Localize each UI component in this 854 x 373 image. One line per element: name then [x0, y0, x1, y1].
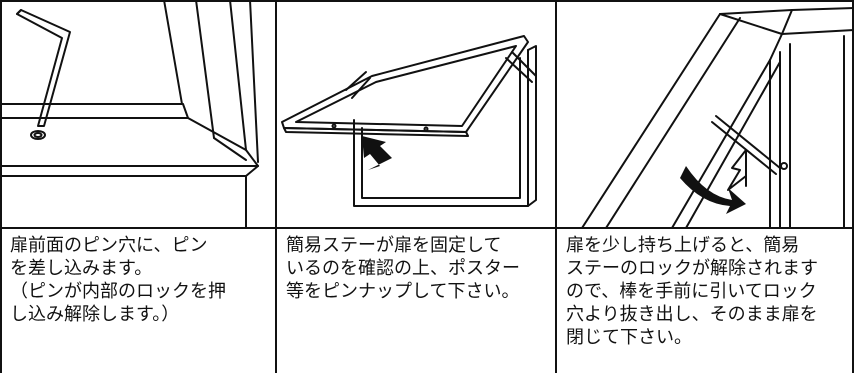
step-1-illustration: [0, 0, 276, 228]
step-1-text: 扉前面のピン穴に、ピン を差し込みます。 （ピンが内部のロックを押 し込み解除し…: [10, 235, 226, 325]
step-2-illustration: [276, 0, 556, 228]
step-3-illustration: [556, 0, 854, 228]
step-2-text: 簡易ステーが扉を固定して いるのを確認の上、ポスター 等をピンナップして下さい。: [286, 235, 520, 302]
step-3-text: 扉を少し持ち上げると、簡易 ステーのロックが解除されます ので、棒を手前に引いて…: [566, 235, 818, 348]
